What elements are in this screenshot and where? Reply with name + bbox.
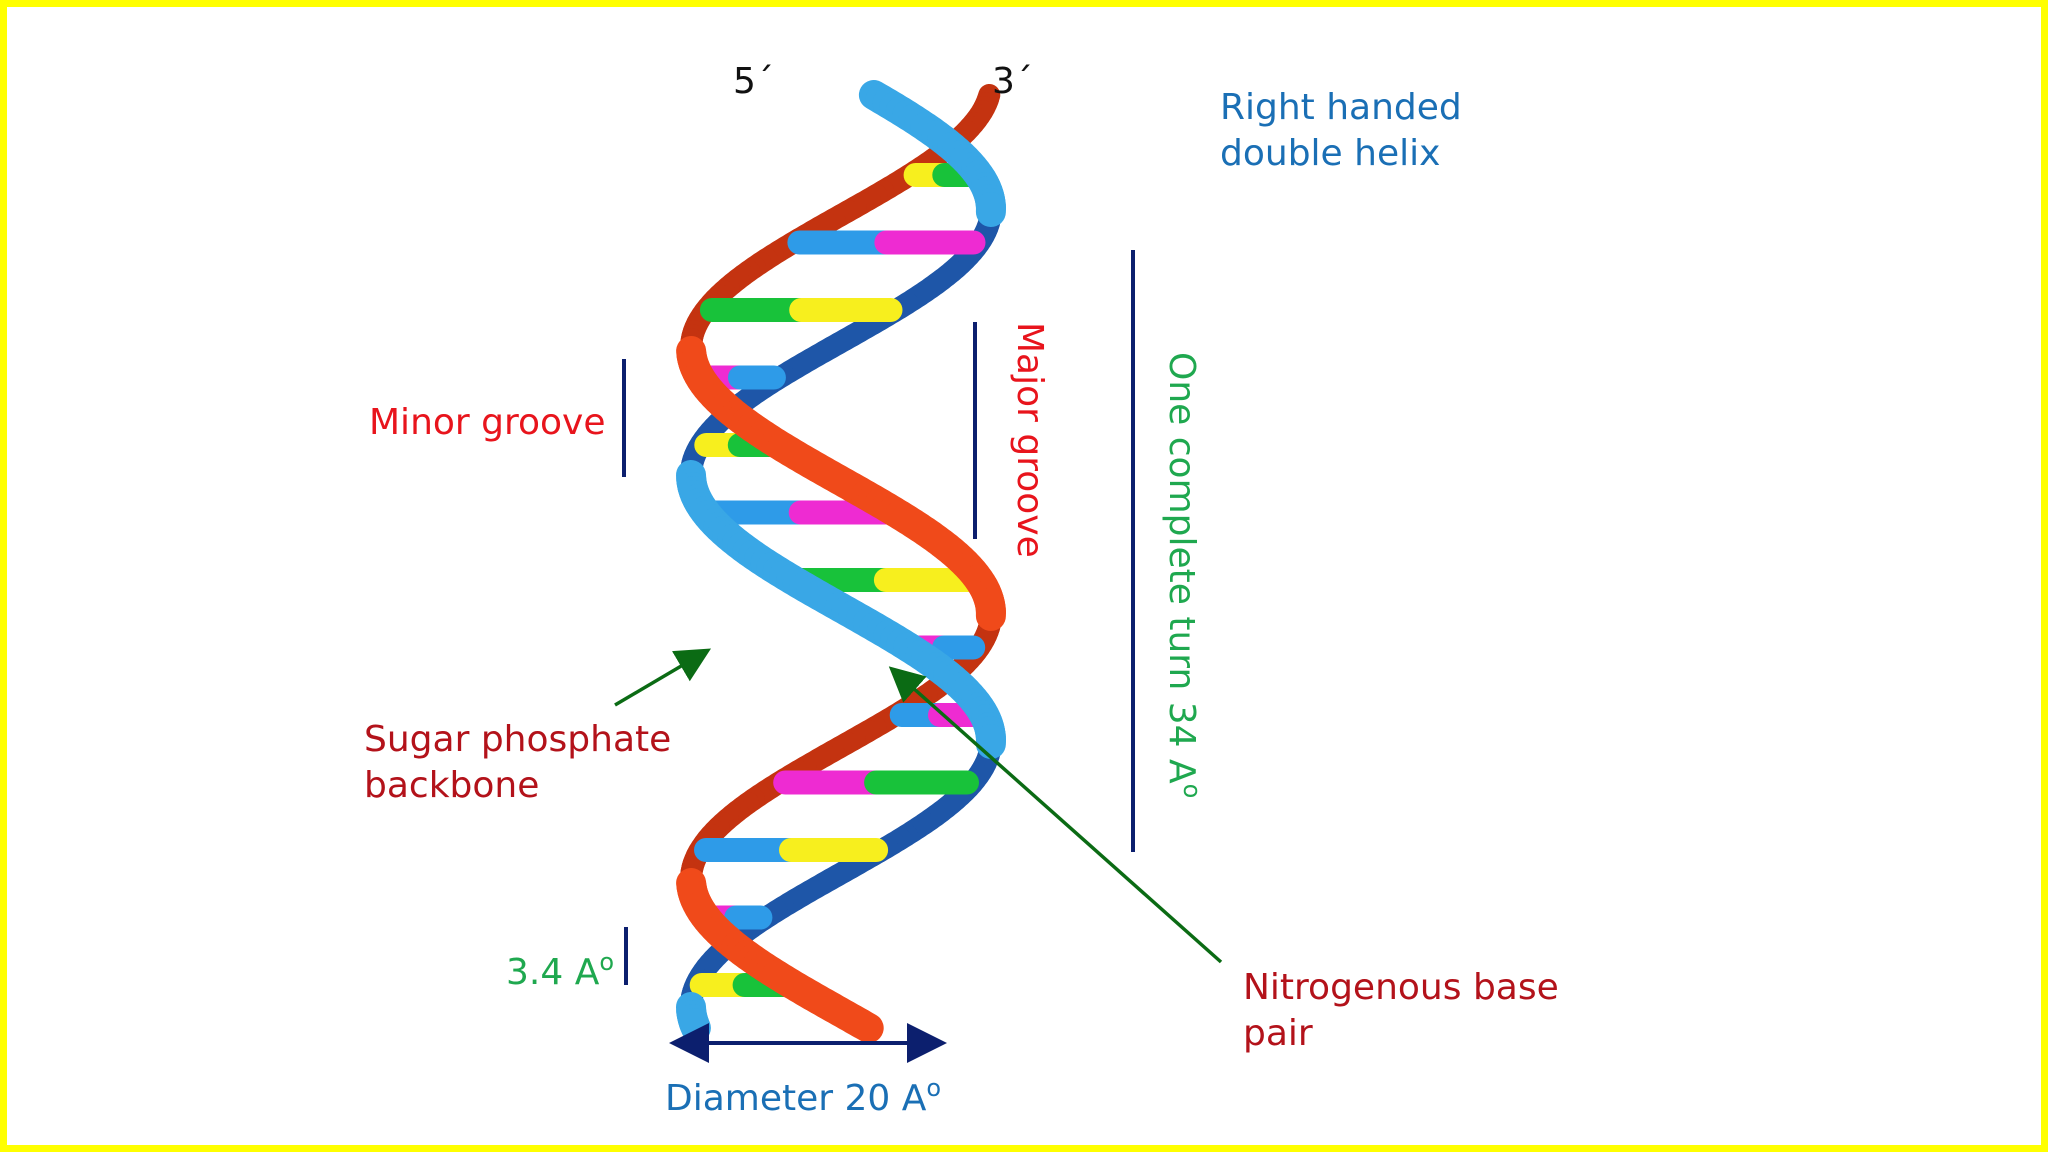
sugar-phosphate-label: Sugar phosphate backbone xyxy=(364,717,671,809)
three-prime-label: 3´ xyxy=(992,61,1033,102)
diameter-label: Diameter 20 Ao xyxy=(665,1065,941,1122)
rise-label: 3.4 Ao xyxy=(506,939,614,996)
base-pair-label: Nitrogenous base pair xyxy=(1243,965,1559,1057)
minor-groove-label: Minor groove xyxy=(369,402,606,443)
right-handed-line-1: Right handed xyxy=(1220,87,1462,128)
sugar-line-1: Sugar phosphate xyxy=(364,719,672,760)
rise-text: 3.4 A xyxy=(506,952,600,993)
dna-double-helix xyxy=(614,80,1223,1063)
complete-turn-label: One complete turn 34 Ao xyxy=(1158,352,1215,798)
front-strands xyxy=(676,80,1006,1043)
sugar-line-2: backbone xyxy=(364,765,540,806)
complete-turn-text: One complete turn 34 A xyxy=(1161,352,1202,784)
right-handed-line-2: double helix xyxy=(1220,133,1441,174)
diameter-sup: o xyxy=(926,1074,942,1102)
right-handed-label: Right handed double helix xyxy=(1220,85,1462,177)
five-prime-label: 5´ xyxy=(733,61,774,102)
major-groove-label: Major groove xyxy=(1009,322,1050,558)
red-strand-segment xyxy=(844,1008,884,1043)
diameter-text: Diameter 20 A xyxy=(665,1078,927,1119)
blue-strand-segment xyxy=(678,1008,711,1043)
base-pair-line-1: Nitrogenous base xyxy=(1243,967,1559,1008)
rise-sup: o xyxy=(599,948,615,976)
base-pair-line-2: pair xyxy=(1243,1013,1313,1054)
base-pair-pointer-arrow xyxy=(888,666,1223,964)
complete-turn-sup: o xyxy=(1178,783,1206,799)
backbone-pointer-arrow xyxy=(614,648,712,707)
